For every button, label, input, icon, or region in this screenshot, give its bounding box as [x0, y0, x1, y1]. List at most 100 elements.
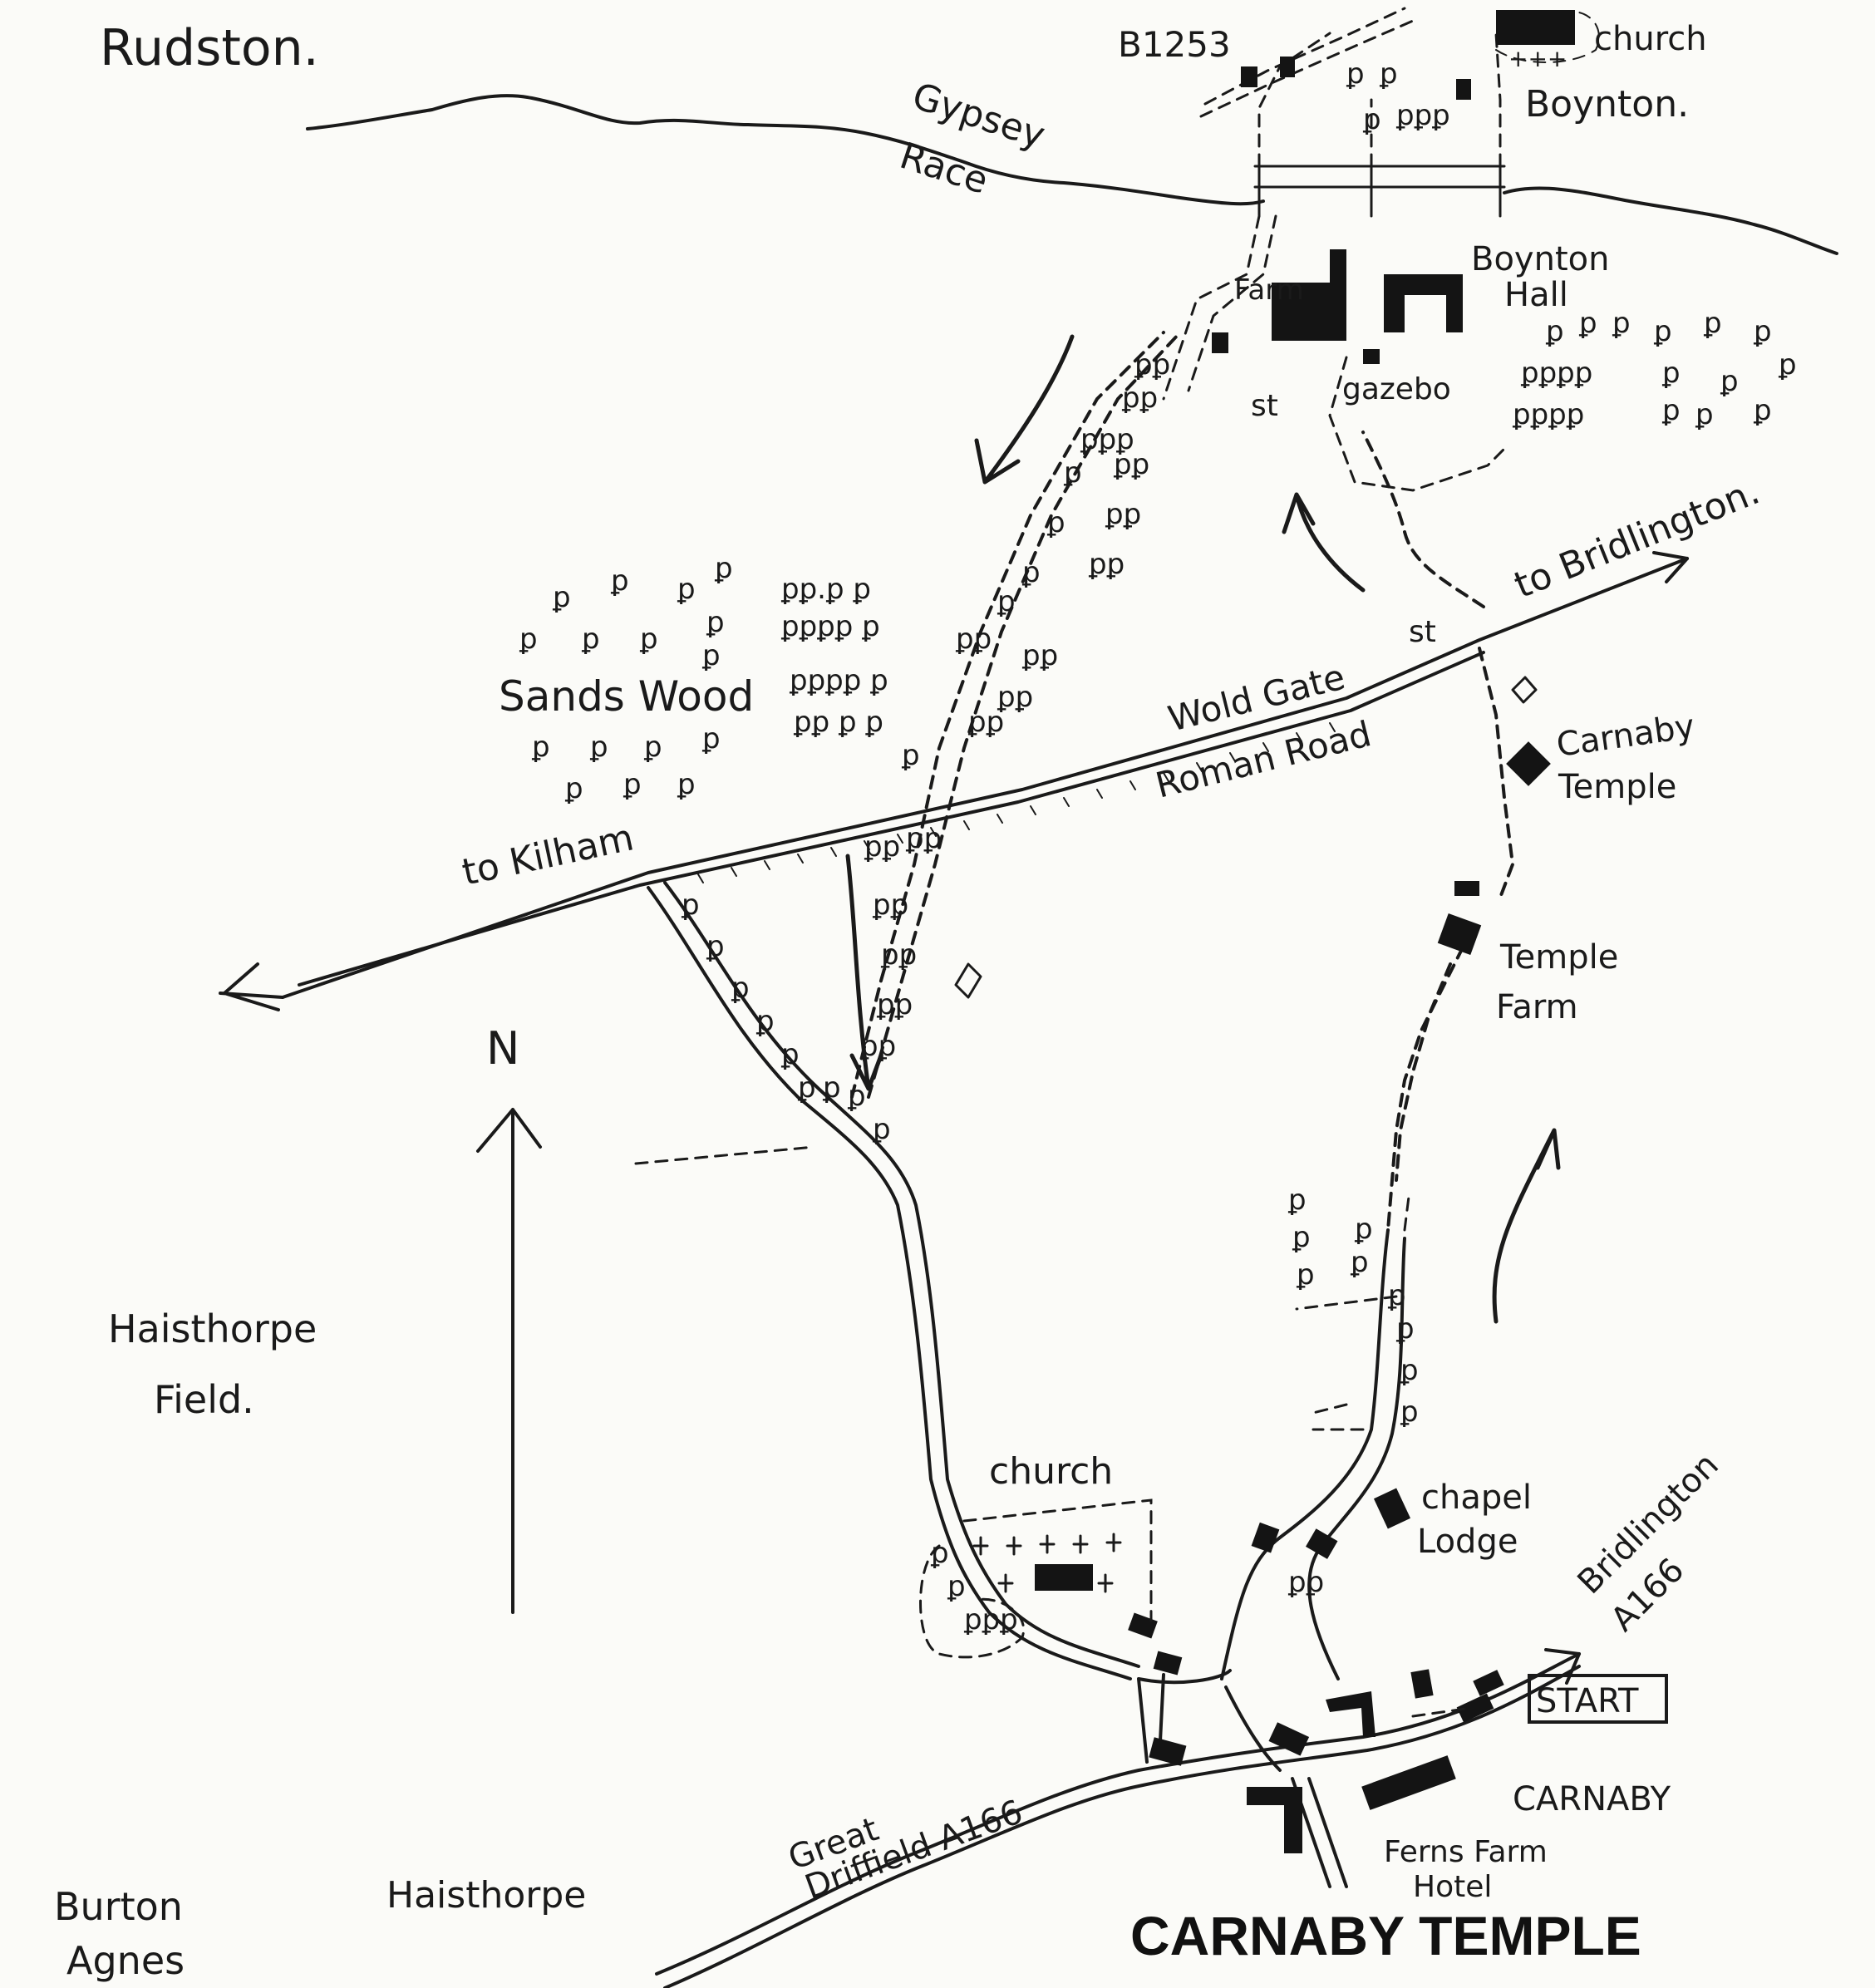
boynton-graves: +++	[1508, 45, 1567, 72]
svg-text:ꝑ: ꝑ	[1400, 1395, 1419, 1429]
village-building	[1326, 1691, 1375, 1737]
viewpoint-marker	[954, 676, 1538, 999]
svg-text:ꝑꝑ: ꝑꝑ	[997, 681, 1033, 714]
svg-text:ꝑ: ꝑ	[1063, 456, 1082, 490]
wold-gate-roman-road	[281, 557, 1689, 999]
village-building	[1247, 1787, 1292, 1805]
village-building	[1128, 1612, 1158, 1639]
village-building	[1410, 1669, 1434, 1699]
start-path	[1411, 1706, 1473, 1718]
village-road-loop	[1137, 1669, 1282, 1772]
svg-text:ꝑ: ꝑ	[1753, 394, 1772, 427]
svg-text:ꝑ: ꝑ	[755, 1005, 775, 1038]
st-east-label: st	[1409, 615, 1436, 649]
svg-text:ꝑ: ꝑ	[822, 1071, 841, 1105]
svg-text:ꝑ: ꝑ	[847, 1080, 866, 1113]
svg-text:ꝑ: ꝑ	[1287, 1183, 1307, 1217]
boynton-churchyard	[1495, 12, 1600, 63]
burton-agnes-label-1: Burton	[54, 1884, 183, 1929]
temple-farm-label-2: Farm	[1496, 988, 1578, 1026]
svg-text:ꝑ: ꝑ	[731, 972, 750, 1005]
svg-text:ꝑꝑ ꝑ ꝑ: ꝑꝑ ꝑ ꝑ	[793, 706, 883, 739]
hedge-lines	[1295, 1195, 1410, 1431]
chapel-lodge-building	[1373, 1488, 1411, 1529]
svg-text:ꝑꝑ: ꝑꝑ	[955, 622, 992, 656]
boynton-lane-west	[1199, 7, 1415, 118]
svg-text:ꝑ: ꝑ	[1354, 1213, 1373, 1246]
svg-text:ꝑ: ꝑ	[797, 1071, 816, 1105]
village-building	[1284, 1787, 1302, 1853]
temple-farm-building	[1437, 913, 1482, 956]
village-building	[1268, 1722, 1310, 1756]
svg-text:ꝑ: ꝑ	[681, 888, 700, 922]
svg-text:ꝑ: ꝑ	[1661, 357, 1681, 390]
lane-carnaby-north	[1220, 1228, 1390, 1680]
farm-building	[1212, 332, 1228, 353]
svg-text:ꝑ: ꝑ	[581, 622, 600, 656]
route-arrow-sw	[974, 334, 1075, 485]
svg-text:ꝑ: ꝑ	[1395, 1312, 1415, 1346]
a166-road-edge	[663, 1665, 1581, 1988]
svg-text:ꝑ: ꝑ	[706, 606, 725, 639]
svg-text:ꝑꝑ: ꝑꝑ	[905, 822, 942, 855]
a166-arrow	[1544, 1648, 1581, 1685]
svg-text:ꝑ: ꝑ	[901, 739, 920, 772]
svg-text:ꝑꝑꝑꝑ ꝑ: ꝑꝑꝑꝑ ꝑ	[780, 610, 880, 643]
north-label: N	[486, 1022, 519, 1075]
path-temple-farm-south	[1386, 946, 1464, 1232]
rudston-label: Rudston.	[100, 19, 319, 77]
village-building	[1456, 1693, 1494, 1723]
haisthorpe-label: Haisthorpe	[386, 1874, 586, 1917]
svg-text:ꝑ: ꝑ	[1296, 1258, 1315, 1292]
svg-text:ꝑ: ꝑ	[623, 768, 642, 801]
wold-gate-roman-road-edge	[298, 651, 1485, 987]
carnaby-label: CARNABY	[1513, 1780, 1671, 1818]
svg-text:ꝑꝑꝑ: ꝑꝑꝑ	[1395, 99, 1450, 132]
svg-text:ꝑ: ꝑ	[643, 731, 662, 764]
ferns-farm-label-2: Hotel	[1413, 1870, 1492, 1904]
svg-text:ꝑ: ꝑ	[589, 731, 608, 764]
svg-text:ꝑ: ꝑ	[701, 639, 721, 672]
gazebo-path	[1328, 356, 1506, 492]
chapel-lodge-label-2: Lodge	[1417, 1523, 1518, 1561]
boynton-building	[1241, 66, 1257, 87]
svg-text:ꝑꝑꝑꝑ: ꝑꝑꝑꝑ	[1512, 398, 1584, 431]
carnaby-temple-label-1: Carnaby	[1554, 707, 1697, 765]
svg-text:ꝑ: ꝑ	[1379, 57, 1398, 91]
sands-wood-label: Sands Wood	[499, 672, 754, 721]
churchyard-boundary	[962, 1498, 1153, 1622]
svg-text:ꝑ: ꝑ	[1653, 315, 1672, 348]
svg-text:ꝑ: ꝑ	[1346, 57, 1365, 91]
village-building	[1153, 1651, 1183, 1676]
svg-text:ꝑ: ꝑ	[1612, 307, 1631, 340]
svg-text:ꝑ: ꝑ	[930, 1537, 949, 1570]
svg-text:ꝑ: ꝑ	[947, 1570, 966, 1603]
svg-text:ꝑ: ꝑ	[780, 1038, 800, 1071]
map-title: CARNABY TEMPLE	[1130, 1905, 1641, 1966]
farm-building	[1272, 249, 1346, 341]
north-arrow	[476, 1108, 542, 1614]
svg-text:ꝑ: ꝑ	[552, 581, 571, 614]
svg-text:ꝑ: ꝑ	[872, 1113, 891, 1146]
svg-text:ꝑ: ꝑ	[1695, 398, 1714, 431]
boynton-building	[1456, 79, 1471, 100]
path-st-to-gazebo	[1361, 431, 1485, 608]
to-kilham-label: to Kilham	[459, 816, 637, 893]
chapel-lodge-label-1: chapel	[1421, 1479, 1532, 1517]
carnaby-church-building	[1035, 1564, 1093, 1591]
svg-text:ꝑꝑ: ꝑꝑ	[1113, 448, 1149, 481]
st-north-label: st	[1251, 389, 1278, 423]
boynton-building	[1280, 57, 1295, 77]
svg-text:ꝑꝑ: ꝑꝑ	[864, 830, 900, 864]
boynton-hall-label-2: Hall	[1504, 276, 1568, 314]
path-temple-farm-south-2	[1395, 962, 1452, 1182]
svg-text:ꝑ: ꝑ	[1661, 394, 1681, 427]
svg-text:ꝑ: ꝑ	[997, 585, 1016, 618]
boynton-hall-label-1: Boynton	[1471, 240, 1609, 278]
boynton-church	[1496, 10, 1575, 45]
bridleway-north-2	[867, 331, 1182, 1099]
svg-text:ꝑꝑꝑꝑ: ꝑꝑꝑꝑ	[1520, 357, 1592, 390]
